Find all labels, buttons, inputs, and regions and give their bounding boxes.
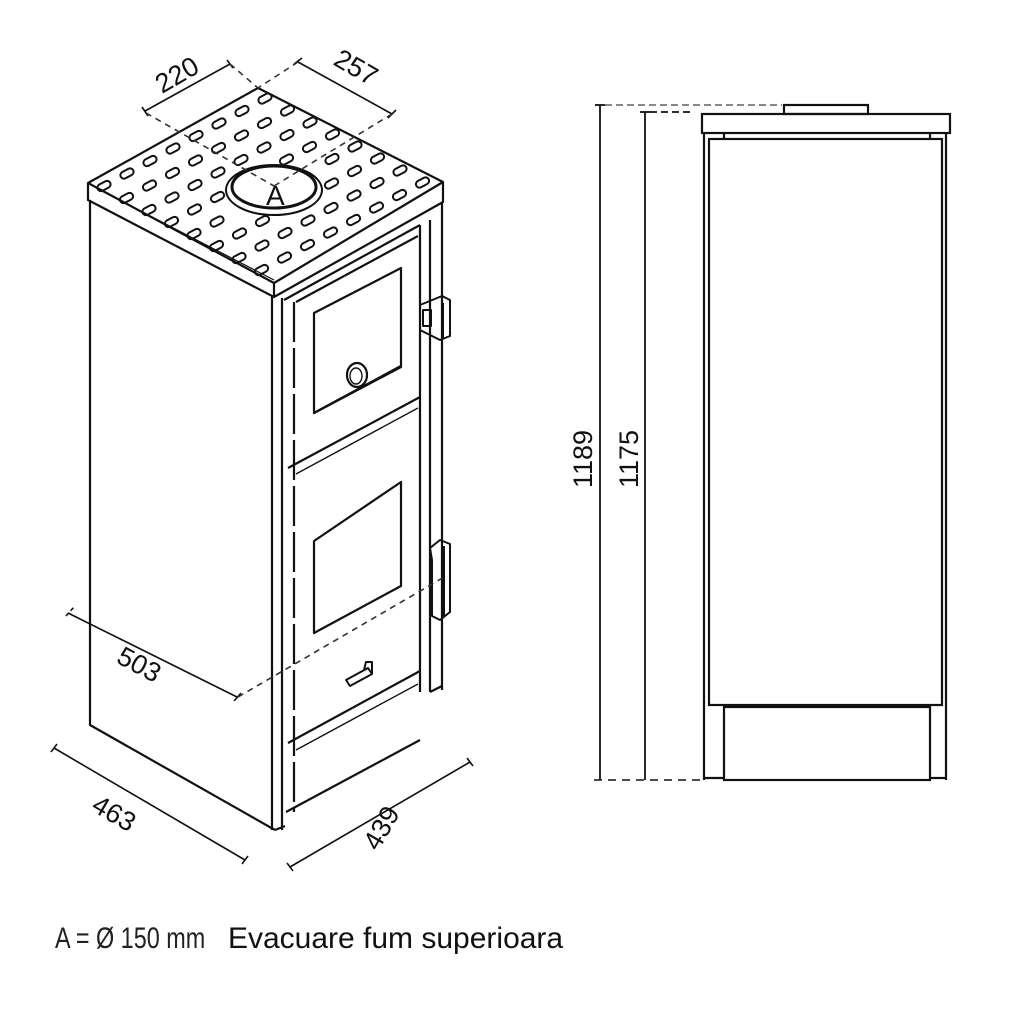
cooktop-hole [186, 203, 203, 216]
cooktop-hole [164, 166, 181, 180]
cooktop-hole [254, 214, 271, 228]
hinges [419, 295, 451, 621]
cooktop-hole [368, 201, 385, 214]
cooktop-hole [187, 154, 204, 167]
cooktop-hole [164, 191, 180, 204]
oven-door [287, 266, 421, 475]
cooktop-hole [299, 238, 316, 252]
cooktop-hole [186, 227, 202, 241]
fire-door [287, 480, 421, 751]
cooktop-hole [414, 176, 431, 189]
flue-label: A [266, 180, 285, 211]
oven-knob [345, 361, 369, 389]
cooktop-hole [256, 141, 272, 154]
cooktop-hole [277, 226, 293, 240]
cooktop-hole [119, 167, 135, 180]
cooktop-hole [118, 191, 135, 205]
cooktop-hole [324, 128, 341, 141]
height-dimension-lines [594, 104, 782, 781]
cooktop-hole [279, 104, 296, 117]
dimension-lines [50, 57, 474, 872]
cooktop-hole [188, 129, 204, 143]
side-top-plate [700, 112, 952, 135]
ash-drawer-handle [345, 661, 373, 687]
front-frame [283, 202, 444, 812]
height-dimension-labels: 1189 1175 [568, 430, 644, 488]
cooktop-hole [369, 152, 386, 165]
cooktop-hole [323, 201, 339, 215]
plinth [285, 739, 421, 813]
oven-window [312, 266, 403, 415]
cooktop-hole [208, 239, 225, 253]
flue-outlet: A [225, 164, 323, 216]
cooktop-hole [253, 263, 270, 277]
fire-door-window [312, 480, 403, 635]
dim-1175: 1175 [614, 430, 644, 488]
cooktop-hole [187, 178, 203, 192]
cooktop-hole [257, 92, 273, 105]
dim-503: 503 [112, 641, 166, 689]
cooktop-hole [322, 226, 339, 239]
cooktop-hole [301, 140, 318, 154]
cooktop-hole [347, 140, 363, 153]
cooktop-hole [324, 152, 340, 166]
caption-flue-spec: A = Ø 150 mm [55, 922, 206, 955]
cooktop-hole [300, 214, 316, 227]
cooktop-hole [369, 176, 385, 190]
cooktop-hole [234, 104, 250, 118]
cooktop-hole [346, 189, 362, 202]
cooktop-hole [142, 154, 158, 168]
cooktop-holes [96, 92, 431, 277]
cooktop-hole [302, 116, 318, 129]
dim-439: 439 [357, 801, 406, 855]
dim-220: 220 [150, 51, 204, 100]
flue-collar [782, 103, 870, 116]
cooktop-hole [276, 251, 293, 264]
cooktop-hole [278, 153, 295, 166]
caption-description: Evacuare fum superioara [227, 922, 564, 955]
cooktop-hole [209, 215, 225, 228]
cooktop-hole [233, 129, 250, 142]
dim-463: 463 [87, 789, 141, 838]
caption: A = Ø 150 mm Evacuare fum superioara [55, 922, 563, 956]
cooktop-hole [231, 227, 248, 240]
cooktop-hole [279, 128, 295, 142]
side-elevation-view: 1189 1175 [568, 103, 952, 782]
cooktop-hole [210, 166, 226, 179]
cooktop-hole [209, 190, 226, 204]
cooktop-hole [346, 164, 363, 178]
isometric-view: A [50, 43, 474, 872]
cooktop-hole [141, 179, 158, 192]
cooktop-hole [323, 177, 340, 190]
side-panel [88, 200, 286, 832]
cooktop-hole [211, 117, 227, 130]
cooktop-hole [392, 164, 408, 177]
cooktop-hole [254, 239, 270, 252]
cooktop-hole [210, 141, 227, 155]
dim-1189: 1189 [568, 430, 598, 488]
cooktop-hole [391, 188, 408, 202]
side-plinth [722, 705, 932, 782]
side-body-panel [707, 137, 944, 707]
cooktop-hole [231, 251, 247, 265]
cooktop-hole [163, 215, 180, 229]
cooktop-hole [345, 213, 362, 227]
cooktop-hole [165, 142, 181, 155]
cooktop-hole [256, 116, 273, 130]
cooktop-hole [96, 179, 112, 193]
cooktop-hole [141, 203, 157, 217]
